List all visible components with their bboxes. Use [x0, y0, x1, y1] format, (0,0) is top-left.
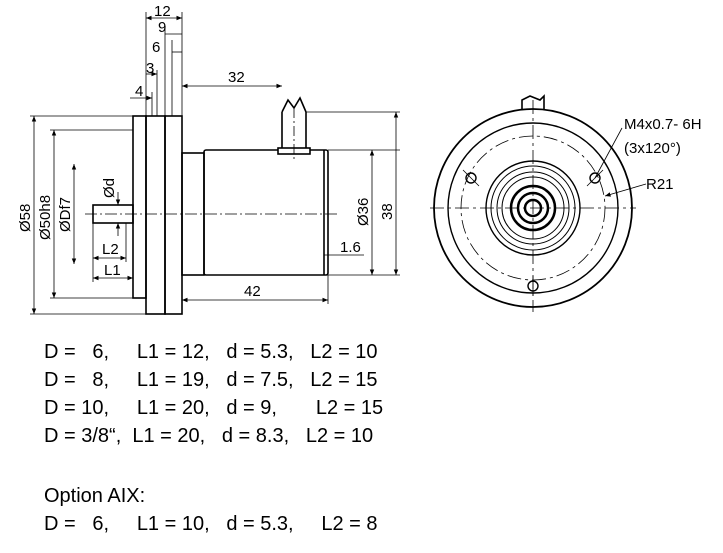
dim-42: 42: [244, 283, 261, 300]
dim-dia-58: Ø58: [17, 204, 34, 232]
spec-row-1: D = 6, L1 = 12, d = 5.3, L2 = 10: [44, 341, 378, 363]
dim-12: 12: [154, 3, 171, 20]
dim-3: 3: [146, 60, 154, 77]
dim-38: 38: [379, 203, 396, 220]
front-view: [430, 94, 647, 312]
option-title: Option AIX:: [44, 485, 146, 507]
dim-1-6: 1.6: [340, 239, 361, 256]
spec-row-3: D = 10, L1 = 20, d = 9, L2 = 15: [44, 397, 384, 419]
dim-dia-36: Ø36: [355, 198, 372, 226]
front-view-labels: M4x0.7- 6H (3x120°) R21: [624, 116, 702, 193]
connector-top: [521, 94, 545, 109]
mounting-hole-left: [465, 172, 477, 184]
dim-L2: L2: [102, 241, 119, 258]
flange-middle: [145, 115, 166, 315]
side-dimension-lines: [30, 12, 400, 315]
flange-rear: [164, 115, 183, 315]
dim-dia-50h8: Ø50h8: [37, 195, 54, 240]
dim-9: 9: [158, 19, 166, 36]
spec-row-2: D = 8, L1 = 19, d = 7.5, L2 = 15: [44, 369, 378, 391]
dim-dia-Df7: ØDf7: [57, 197, 74, 232]
dim-dia-d: Ød: [101, 178, 118, 198]
thread-pattern: (3x120°): [624, 140, 681, 157]
mounting-hole-right: [589, 172, 601, 184]
dim-L1: L1: [104, 262, 121, 279]
side-view: [85, 96, 340, 315]
dim-6: 6: [152, 39, 160, 56]
spec-row-4: D = 3/8“, L1 = 20, d = 8.3, L2 = 10: [44, 425, 374, 447]
thread-note: M4x0.7- 6H: [624, 116, 702, 133]
side-dimension-labels: 12 9 6 3 4 32 Ø58 Ø50h8 ØDf7 Ød Ø36 38 1…: [17, 3, 396, 300]
radius-label: R21: [646, 176, 674, 193]
dim-4: 4: [135, 83, 143, 100]
encoder-body: [203, 149, 329, 276]
cable-exit: [281, 96, 307, 150]
option-spec: D = 6, L1 = 10, d = 5.3, L2 = 8: [44, 513, 378, 535]
flange-front: [132, 115, 147, 299]
dim-32: 32: [228, 69, 245, 86]
